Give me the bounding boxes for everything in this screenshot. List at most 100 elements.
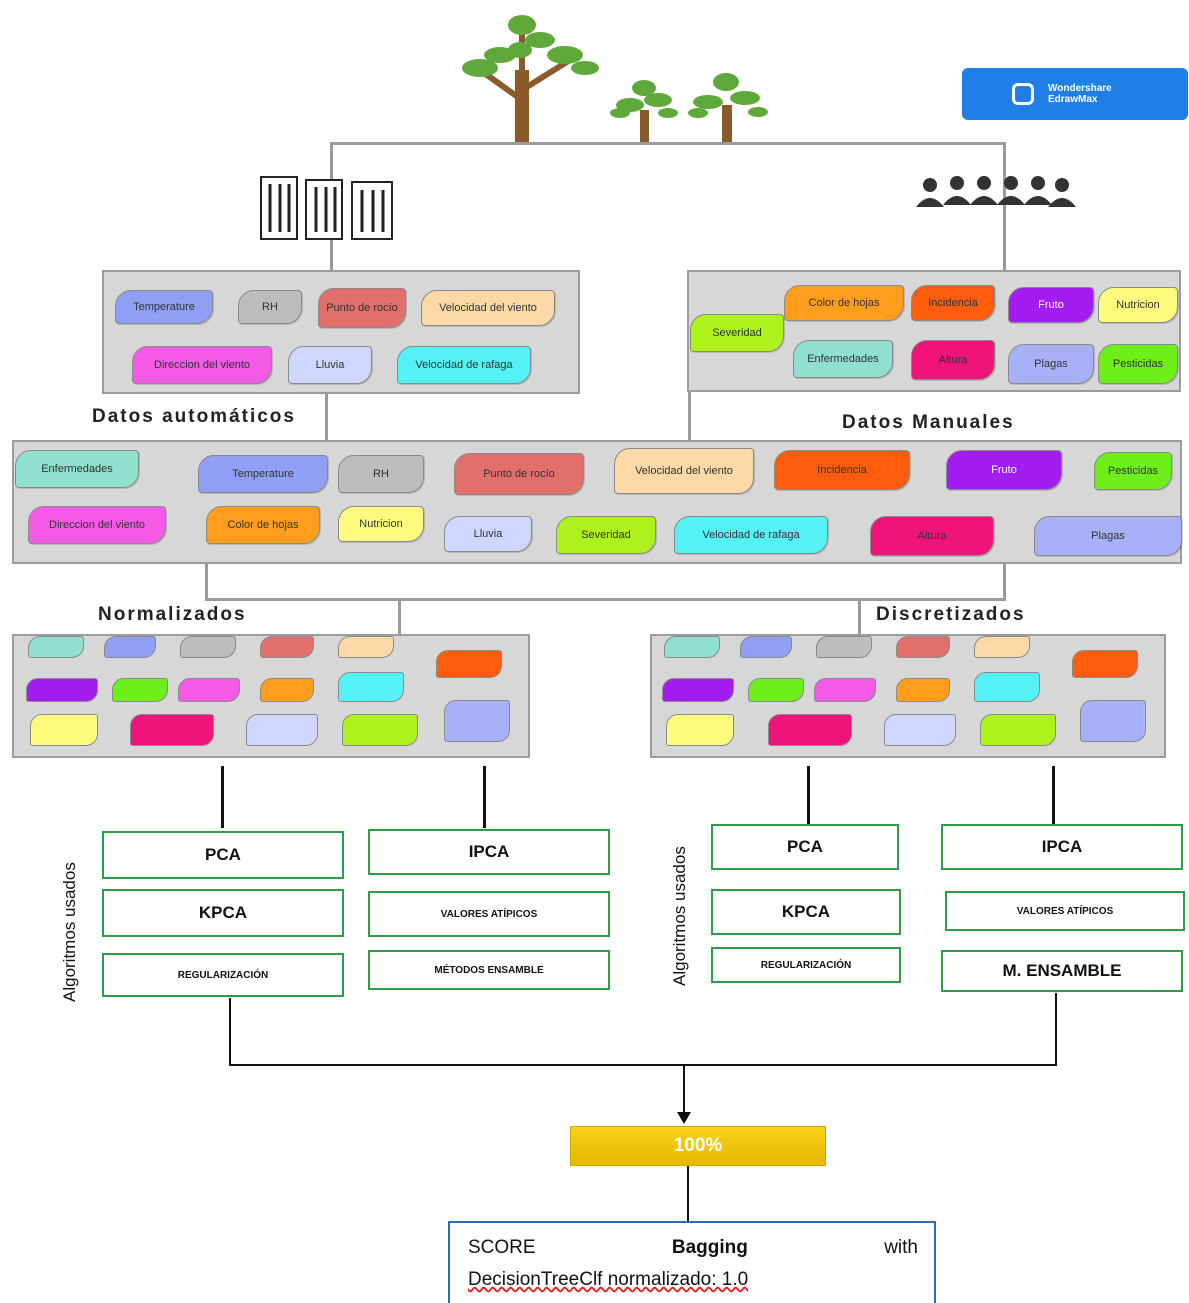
disc-swatch-altura bbox=[768, 714, 852, 746]
chip-lluvia: Lluvia bbox=[288, 346, 372, 384]
disc-swatch-velocidad-de-rafaga bbox=[974, 672, 1040, 702]
split-connector-left bbox=[205, 562, 208, 600]
chip-pesticidas: Pesticidas bbox=[1098, 344, 1178, 384]
arrow-down-icon bbox=[677, 1112, 691, 1124]
algo-left-metodos-ensamble: MÉTODOS ENSAMBLE bbox=[368, 950, 610, 990]
top-connector-right bbox=[1003, 142, 1006, 270]
merged-chip-nutricion: Nutricion bbox=[338, 506, 424, 542]
merged-chip-pesticidas: Pesticidas bbox=[1094, 452, 1172, 490]
chip-velocidad-de-rafaga: Velocidad de rafaga bbox=[397, 346, 531, 384]
norm-swatch-incidencia bbox=[436, 650, 502, 678]
chip-fruto: Fruto bbox=[1008, 287, 1094, 323]
people-group-icon bbox=[916, 176, 1076, 207]
chip-punto-de-rocio: Punto de rocío bbox=[318, 288, 406, 328]
disc-swatch-enfermedades bbox=[664, 636, 720, 658]
chip-nutricion: Nutricion bbox=[1098, 287, 1178, 323]
norm-swatch-temperature bbox=[104, 636, 156, 658]
chip-incidencia: Incidencia bbox=[911, 285, 995, 321]
norm-swatch-plagas bbox=[444, 700, 510, 742]
algo-left-kpca: KPCA bbox=[102, 889, 344, 937]
algo-left-ipca: IPCA bbox=[368, 829, 610, 875]
connector-disc-right bbox=[1052, 766, 1055, 824]
top-connector-horizontal bbox=[330, 142, 1006, 145]
result-bar: 100% bbox=[570, 1126, 826, 1166]
edrawmax-logo-icon bbox=[1012, 83, 1034, 105]
disc-swatch-pesticidas bbox=[748, 678, 804, 702]
merged-chip-color-de-hojas: Color de hojas bbox=[206, 506, 320, 544]
norm-swatch-lluvia bbox=[246, 714, 318, 746]
chip-enfermedades: Enfermedades bbox=[793, 340, 893, 378]
merged-chip-fruto: Fruto bbox=[946, 450, 1062, 490]
label-algoritmos-usados-left: Algoritmos usados bbox=[60, 862, 79, 1002]
norm-swatch-enfermedades bbox=[28, 636, 84, 658]
norm-swatch-color-de-hojas bbox=[260, 678, 314, 702]
chip-temperature: Temperature bbox=[115, 290, 213, 324]
merged-chip-plagas: Plagas bbox=[1034, 516, 1182, 556]
algo-left-regularizacion: REGULARIZACIÓN bbox=[102, 953, 344, 997]
chip-color-de-hojas: Color de hojas bbox=[784, 285, 904, 321]
disc-swatch-lluvia bbox=[884, 714, 956, 746]
disc-swatch-severidad bbox=[980, 714, 1056, 746]
connector-norm-right bbox=[483, 766, 486, 828]
merged-chip-altura: Altura bbox=[870, 516, 994, 556]
chip-altura: Altura bbox=[911, 340, 995, 380]
disc-swatch-rh bbox=[816, 636, 872, 658]
disc-swatch-plagas bbox=[1080, 700, 1146, 742]
norm-swatch-fruto bbox=[26, 678, 98, 702]
chip-plagas: Plagas bbox=[1008, 344, 1094, 384]
score-method: Bagging bbox=[671, 1237, 748, 1258]
score-box: SCORE Bagging with DecisionTreeClf norma… bbox=[448, 1221, 936, 1303]
norm-swatch-severidad bbox=[342, 714, 418, 746]
merged-chip-lluvia: Lluvia bbox=[444, 516, 532, 552]
norm-swatch-rh bbox=[180, 636, 236, 658]
split-connector-right bbox=[1003, 562, 1006, 600]
disc-swatch-fruto bbox=[662, 678, 734, 702]
disc-swatch-nutricion bbox=[666, 714, 734, 746]
algo-left-valores-atipicos: VALORES ATÍPICOS bbox=[368, 891, 610, 937]
chip-direccion-del-viento: Direccion del viento bbox=[132, 346, 272, 384]
disc-swatch-direccion-del-viento bbox=[814, 678, 876, 702]
chip-velocidad-del-viento: Velocidad del viento bbox=[421, 290, 555, 326]
disc-swatch-punto-de-rocio bbox=[896, 636, 950, 658]
merged-chip-direccion-del-viento: Direccion del viento bbox=[28, 506, 166, 544]
norm-swatch-punto-de-rocio bbox=[260, 636, 314, 658]
score-with: with bbox=[884, 1237, 918, 1258]
merged-chip-punto-de-rocio: Punto de rocío bbox=[454, 453, 584, 495]
algo-left-pca: PCA bbox=[102, 831, 344, 879]
merge-connector-horizontal bbox=[229, 1064, 1057, 1066]
logo-text-line2: EdrawMax bbox=[1048, 94, 1098, 105]
norm-swatch-altura bbox=[130, 714, 214, 746]
norm-swatch-velocidad-del-viento bbox=[338, 636, 394, 658]
split-connector-horizontal bbox=[205, 598, 1006, 601]
disc-swatch-velocidad-del-viento bbox=[974, 636, 1030, 658]
connector-norm-left bbox=[221, 766, 224, 828]
disc-swatch-color-de-hojas bbox=[896, 678, 950, 702]
logo-text-line1: Wondershare bbox=[1048, 83, 1112, 94]
label-algoritmos-usados-right: Algoritmos usados bbox=[670, 846, 689, 986]
merged-chip-temperature: Temperature bbox=[198, 455, 328, 493]
chip-rh: RH bbox=[238, 290, 302, 324]
connector-auto-to-merged bbox=[325, 392, 328, 442]
disc-swatch-temperature bbox=[740, 636, 792, 658]
tree-large bbox=[462, 15, 599, 145]
label-normalizados: Normalizados bbox=[98, 604, 247, 625]
score-label: SCORE bbox=[468, 1237, 536, 1258]
algo-right-ipca: IPCA bbox=[941, 824, 1183, 870]
label-discretizados: Discretizados bbox=[876, 604, 1026, 625]
tree-small-2 bbox=[688, 73, 768, 145]
algo-right-kpca: KPCA bbox=[711, 889, 901, 935]
merged-chip-velocidad-de-rafaga: Velocidad de rafaga bbox=[674, 516, 828, 554]
disc-swatch-incidencia bbox=[1072, 650, 1138, 678]
norm-swatch-nutricion bbox=[30, 714, 98, 746]
trees-illustration bbox=[462, 15, 768, 145]
tree-small-1 bbox=[610, 80, 678, 145]
algo-right-regularizacion: REGULARIZACIÓN bbox=[711, 947, 901, 983]
merged-chip-incidencia: Incidencia bbox=[774, 450, 910, 490]
merged-chip-severidad: Severidad bbox=[556, 516, 656, 554]
merge-connector-right bbox=[1055, 993, 1057, 1066]
label-datos-automaticos: Datos automáticos bbox=[92, 406, 296, 427]
connector-disc-left bbox=[807, 766, 810, 824]
merge-connector-down bbox=[683, 1066, 685, 1116]
algo-right-valores-atipicos: VALORES ATÍPICOS bbox=[945, 891, 1185, 931]
server-icon bbox=[260, 176, 393, 240]
